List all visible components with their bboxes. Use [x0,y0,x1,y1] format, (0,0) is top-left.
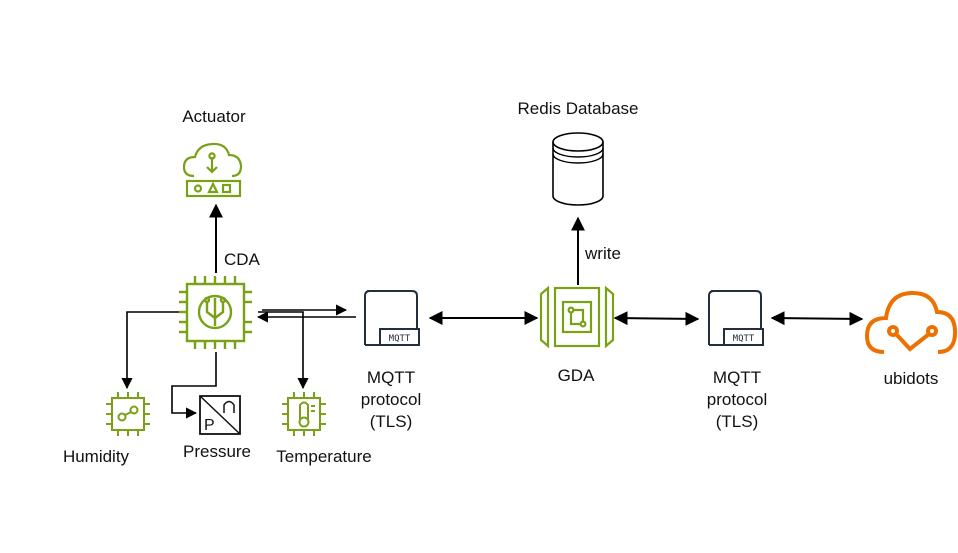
node-mqtt-right: MQTT MQTT protocol (TLS) [707,290,767,431]
thermometer-chip-icon [282,392,326,436]
node-mqtt-left: MQTT MQTT protocol (TLS) [361,290,421,431]
mqtt-right-line-3: (TLS) [716,412,759,431]
cloud-device-icon [182,142,243,198]
pressure-label: Pressure [183,442,251,461]
node-humidity: Humidity [63,392,150,466]
humidity-label: Humidity [63,447,130,466]
node-actuator: Actuator [182,107,246,198]
humidity-sensor-icon [106,392,150,436]
mqtt-broker-icon: MQTT [364,290,420,346]
edge-cda-to-temperature [258,311,309,390]
mqtt-left-tag: MQTT [389,334,411,344]
edge-cda-to-humidity [121,311,180,390]
mqtt-broker-icon: MQTT [708,290,764,346]
write-edge-label: write [584,244,621,263]
edge-cda-to-pressure [171,352,217,419]
gateway-icon [539,285,615,349]
node-redis: Redis Database write [518,99,639,263]
mqtt-left-line-3: (TLS) [370,412,413,431]
pressure-symbol: P [204,417,215,434]
mqtt-left-line-1: MQTT [367,368,415,387]
node-temperature: Temperature [276,392,372,466]
mqtt-right-tag: MQTT [733,334,755,344]
node-pressure: P Pressure [183,395,251,461]
edges [121,203,864,419]
mqtt-right-line-1: MQTT [713,368,761,387]
mqtt-right-line-2: protocol [707,390,767,409]
node-ubidots: ubidots [864,290,958,388]
edge-mqtt-right-ubidots [770,311,864,326]
node-gda: GDA [539,285,615,385]
pressure-gauge-icon: P [199,395,241,435]
iot-chip-icon [179,276,252,349]
edge-gda-mqtt-right [613,311,700,326]
actuator-label: Actuator [182,107,246,126]
cloud-network-icon [864,290,958,354]
redis-label: Redis Database [518,99,639,118]
temperature-label: Temperature [276,447,371,466]
database-cylinder-icon [552,132,604,206]
gda-label: GDA [558,366,596,385]
mqtt-left-line-2: protocol [361,390,421,409]
ubidots-label: ubidots [884,369,939,388]
node-cda: CDA [179,250,261,349]
cda-label: CDA [224,250,261,269]
